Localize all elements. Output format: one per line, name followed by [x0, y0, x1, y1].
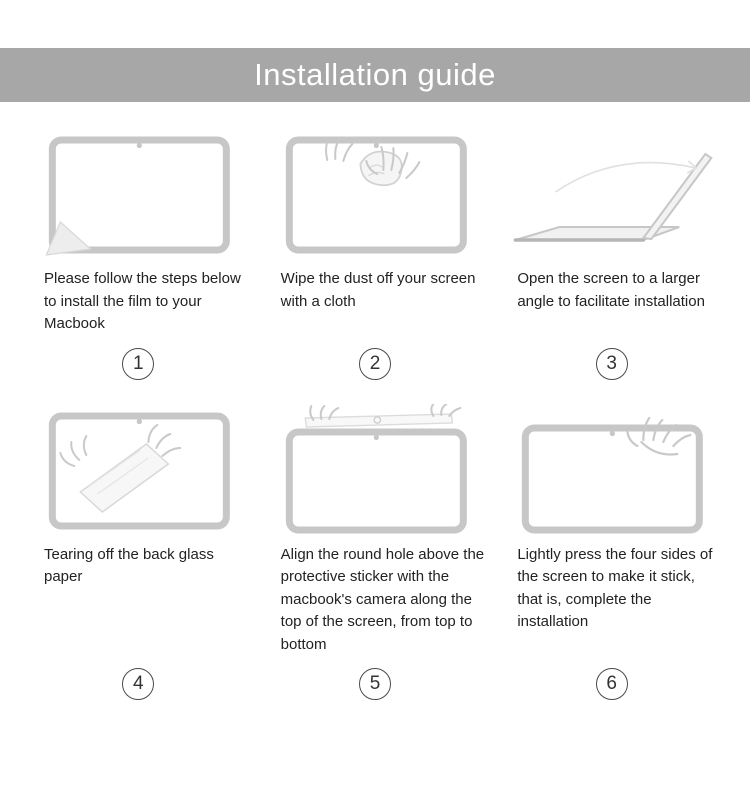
step-2: Wipe the dust off your screen with a clo… — [263, 128, 488, 380]
step-2-number: 2 — [358, 347, 391, 380]
hands-wiping-screen-icon — [285, 136, 467, 254]
step-5-caption: Align the round hole above the protectiv… — [280, 545, 485, 653]
step-6-number-badge: 6 — [499, 668, 724, 700]
step-2-caption: Wipe the dust off your screen with a clo… — [280, 270, 476, 310]
step-3-number-badge: 3 — [499, 347, 724, 380]
header-banner: Installation guide — [0, 48, 750, 102]
step-5-number: 5 — [358, 668, 391, 700]
page-title: Installation guide — [254, 57, 496, 92]
step-3-illustration — [499, 128, 724, 260]
step-2-illustration — [263, 128, 488, 260]
step-4: Tearing off the back glass paper 4 — [26, 404, 251, 700]
step-6: Lightly press the four sides of the scre… — [499, 404, 724, 700]
macbook-with-peeling-film-icon — [45, 136, 230, 256]
hands-aligning-film-icon — [285, 403, 467, 533]
step-6-illustration — [499, 404, 724, 536]
step-6-caption: Lightly press the four sides of the scre… — [517, 545, 713, 631]
step-1: Please follow the steps below to install… — [26, 128, 251, 380]
step-1-number-badge: 1 — [26, 347, 251, 380]
step-4-number-badge: 4 — [26, 668, 251, 700]
hands-tearing-film-icon — [48, 412, 230, 529]
step-4-illustration — [26, 404, 251, 536]
step-5-illustration — [263, 403, 488, 536]
step-3-number: 3 — [595, 347, 628, 380]
step-1-number: 1 — [122, 347, 155, 380]
step-1-illustration — [26, 128, 251, 260]
step-3-caption: Open the screen to a larger angle to fac… — [517, 270, 705, 310]
step-6-number: 6 — [595, 668, 628, 700]
step-4-caption: Tearing off the back glass paper — [44, 545, 214, 586]
hand-pressing-screen-icon — [522, 416, 704, 533]
step-5-number-badge: 5 — [263, 668, 488, 700]
step-3: Open the screen to a larger angle to fac… — [499, 128, 724, 380]
step-5: Align the round hole above the protectiv… — [263, 403, 488, 700]
step-4-number: 4 — [122, 668, 155, 700]
open-laptop-angle-icon — [513, 152, 714, 242]
step-1-caption: Please follow the steps below to install… — [44, 270, 241, 332]
step-2-number-badge: 2 — [263, 347, 488, 380]
steps-grid: Please follow the steps below to install… — [0, 102, 750, 700]
